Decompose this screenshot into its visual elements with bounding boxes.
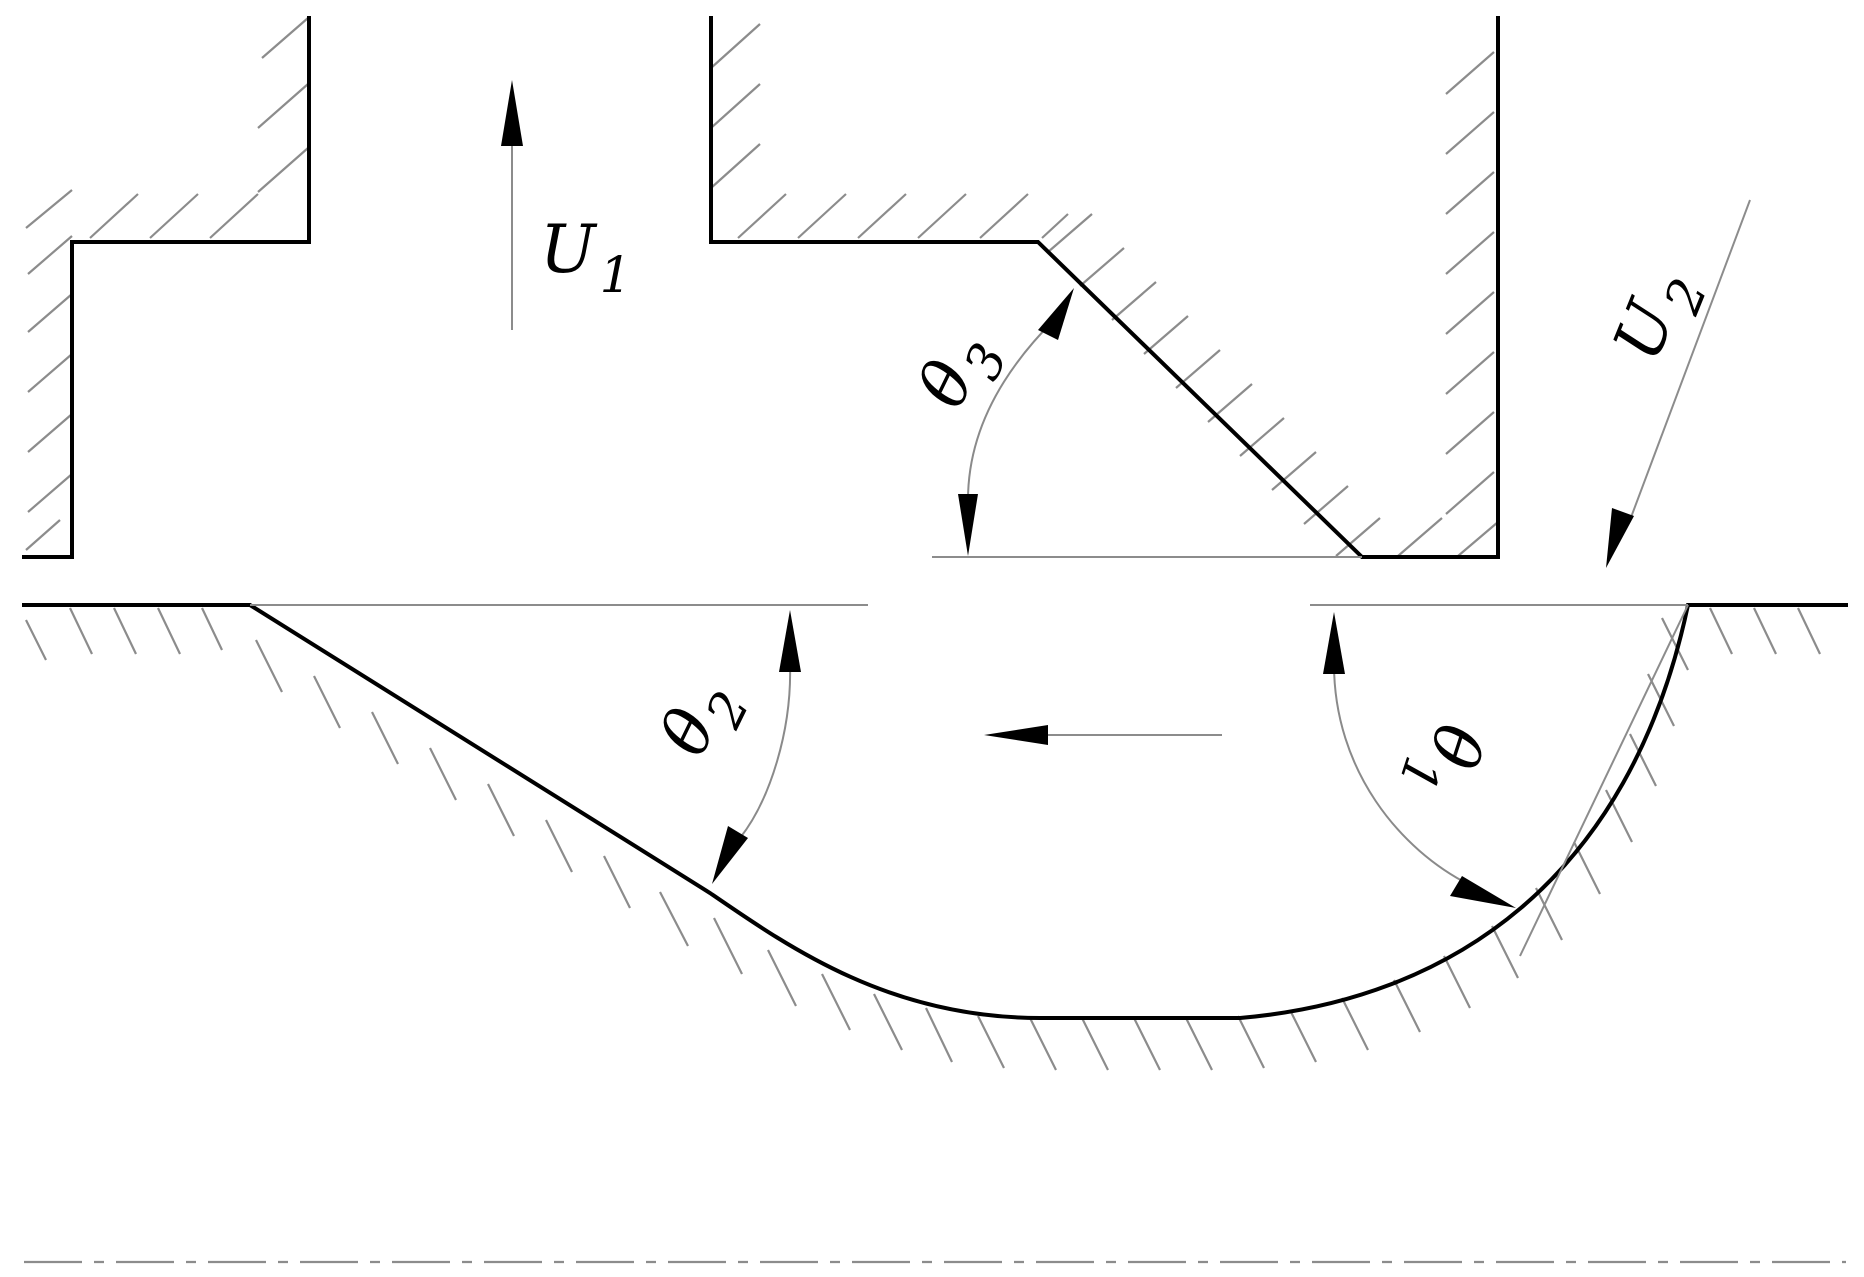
- theta2-arrow-head-bottom: [712, 826, 748, 884]
- right-upper-wall-hatching: [710, 23, 1499, 557]
- u1-velocity-arrow: [501, 80, 523, 330]
- u1-label-main: U: [540, 211, 598, 288]
- left-upper-wall-hatching: [25, 17, 309, 551]
- u1-arrow-head: [501, 80, 523, 146]
- u2-velocity-arrow: [1606, 199, 1751, 568]
- theta3-arc: [967, 319, 1055, 501]
- right-upper-wall-outline: [709, 16, 1500, 559]
- tangent-line: [1519, 604, 1689, 957]
- theta3-arrow-head-bottom: [958, 494, 978, 556]
- theta1-arc: [1333, 663, 1471, 886]
- theta2-label: θ2: [645, 667, 761, 774]
- theta3-angle-dimension: [958, 288, 1074, 556]
- theta3-arrow-head-top: [1038, 288, 1074, 340]
- theta1-arrow-head-top: [1323, 612, 1345, 674]
- theta1-angle-dimension: [1323, 612, 1516, 908]
- reference-lines: [250, 556, 1689, 957]
- left-upper-wall: [22, 16, 311, 559]
- theta1-label: θ1: [1387, 710, 1498, 809]
- u1-label-sub: 1: [600, 246, 632, 304]
- theta2-arc: [739, 663, 792, 839]
- u1-label: U1: [540, 211, 631, 304]
- flow-arrow-head: [984, 725, 1048, 745]
- u2-arrow-shaft: [1629, 199, 1751, 521]
- theta3-label: θ3: [903, 319, 1019, 426]
- lower-wall: [22, 603, 1848, 1071]
- theta2-angle-dimension: [712, 610, 801, 884]
- flow-direction-arrow: [984, 725, 1222, 745]
- theta1-arrow-head-bottom: [1450, 876, 1516, 908]
- u2-label: U2: [1598, 257, 1718, 377]
- theta2-arrow-head-top: [779, 610, 801, 672]
- right-upper-wall: [709, 16, 1500, 559]
- left-upper-wall-outline: [22, 16, 311, 559]
- u2-arrow-head: [1606, 508, 1634, 568]
- lower-wall-outline: [22, 603, 1848, 1020]
